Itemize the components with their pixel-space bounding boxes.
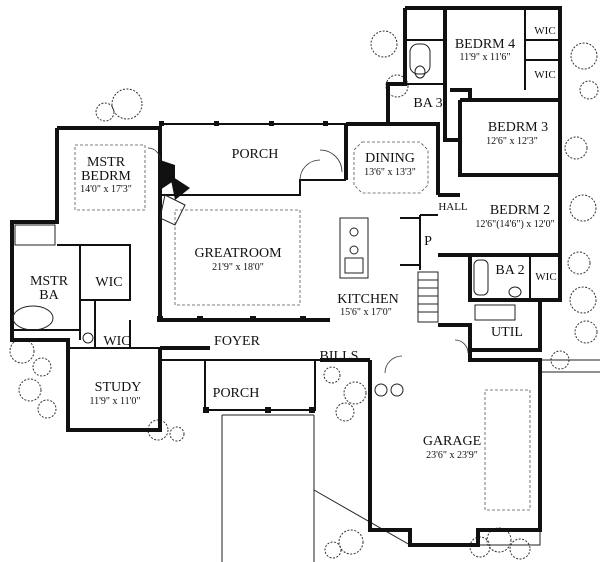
mstr-bedrm-label-1: MSTR <box>87 155 126 170</box>
kitchen-island <box>339 217 369 279</box>
mstr-ba-label-2: BA <box>39 288 59 303</box>
exterior-walls <box>10 6 562 547</box>
bedrm2-label: BEDRM 2 <box>490 203 550 218</box>
dining-label: DINING <box>365 151 415 166</box>
mstr-ba-label-1: MSTR <box>30 274 69 289</box>
fireplace-icon <box>159 160 190 226</box>
wic-top1-label: WIC <box>534 25 555 37</box>
garage-label: GARAGE <box>423 434 481 449</box>
bills-label: BILLS <box>320 349 359 364</box>
dining-dim: 13'6" x 13'3" <box>364 167 416 178</box>
greatroom-label: GREATROOM <box>194 246 282 261</box>
ba3-label: BA 3 <box>413 96 442 111</box>
bedrm4-label: BEDRM 4 <box>455 37 515 52</box>
greatroom-ceiling <box>174 209 301 306</box>
bedrm3-label: BEDRM 3 <box>488 120 548 135</box>
wic-mstr2-label: WIC <box>103 334 130 349</box>
ba2-label: BA 2 <box>495 263 524 278</box>
bedrm3-dim: 12'6" x 12'3" <box>486 136 538 147</box>
hall-label: HALL <box>438 201 468 213</box>
columns <box>157 121 328 413</box>
study-label: STUDY <box>95 380 142 395</box>
mstr-bedrm-label-2: BEDRM <box>81 169 131 184</box>
wic-mstr-label: WIC <box>95 275 122 290</box>
greatroom-dim: 21'9" x 18'0" <box>212 262 264 273</box>
mstr-bedrm-dim: 14'0" x 17'3" <box>80 184 132 195</box>
bedrm4-dim: 11'9" x 11'6" <box>459 52 510 63</box>
foyer-label: FOYER <box>214 334 261 349</box>
bedrm2-dim: 12'6"(14'6") x 12'0" <box>475 219 554 230</box>
kitchen-dim: 15'6" x 17'0" <box>340 307 392 318</box>
door-swings <box>147 147 469 374</box>
porch-front-label: PORCH <box>213 386 260 401</box>
wic-bedrm2-label: WIC <box>535 271 556 283</box>
garage-dim: 23'6" x 23'9" <box>426 450 478 461</box>
stairs <box>417 271 439 323</box>
porch-back-label: PORCH <box>232 147 279 162</box>
dining-ceiling <box>353 141 429 194</box>
wic-top2-label: WIC <box>534 69 555 81</box>
kitchen-label: KITCHEN <box>337 292 398 307</box>
pantry-label: P <box>424 234 432 249</box>
study-dim: 11'9" x 11'0" <box>89 396 140 407</box>
mstr-bedrm-ceiling <box>74 144 146 211</box>
garage-door-outline <box>484 389 531 511</box>
interior-walls <box>12 8 560 411</box>
util-label: UTIL <box>491 325 523 340</box>
bath-fixtures <box>12 43 522 397</box>
